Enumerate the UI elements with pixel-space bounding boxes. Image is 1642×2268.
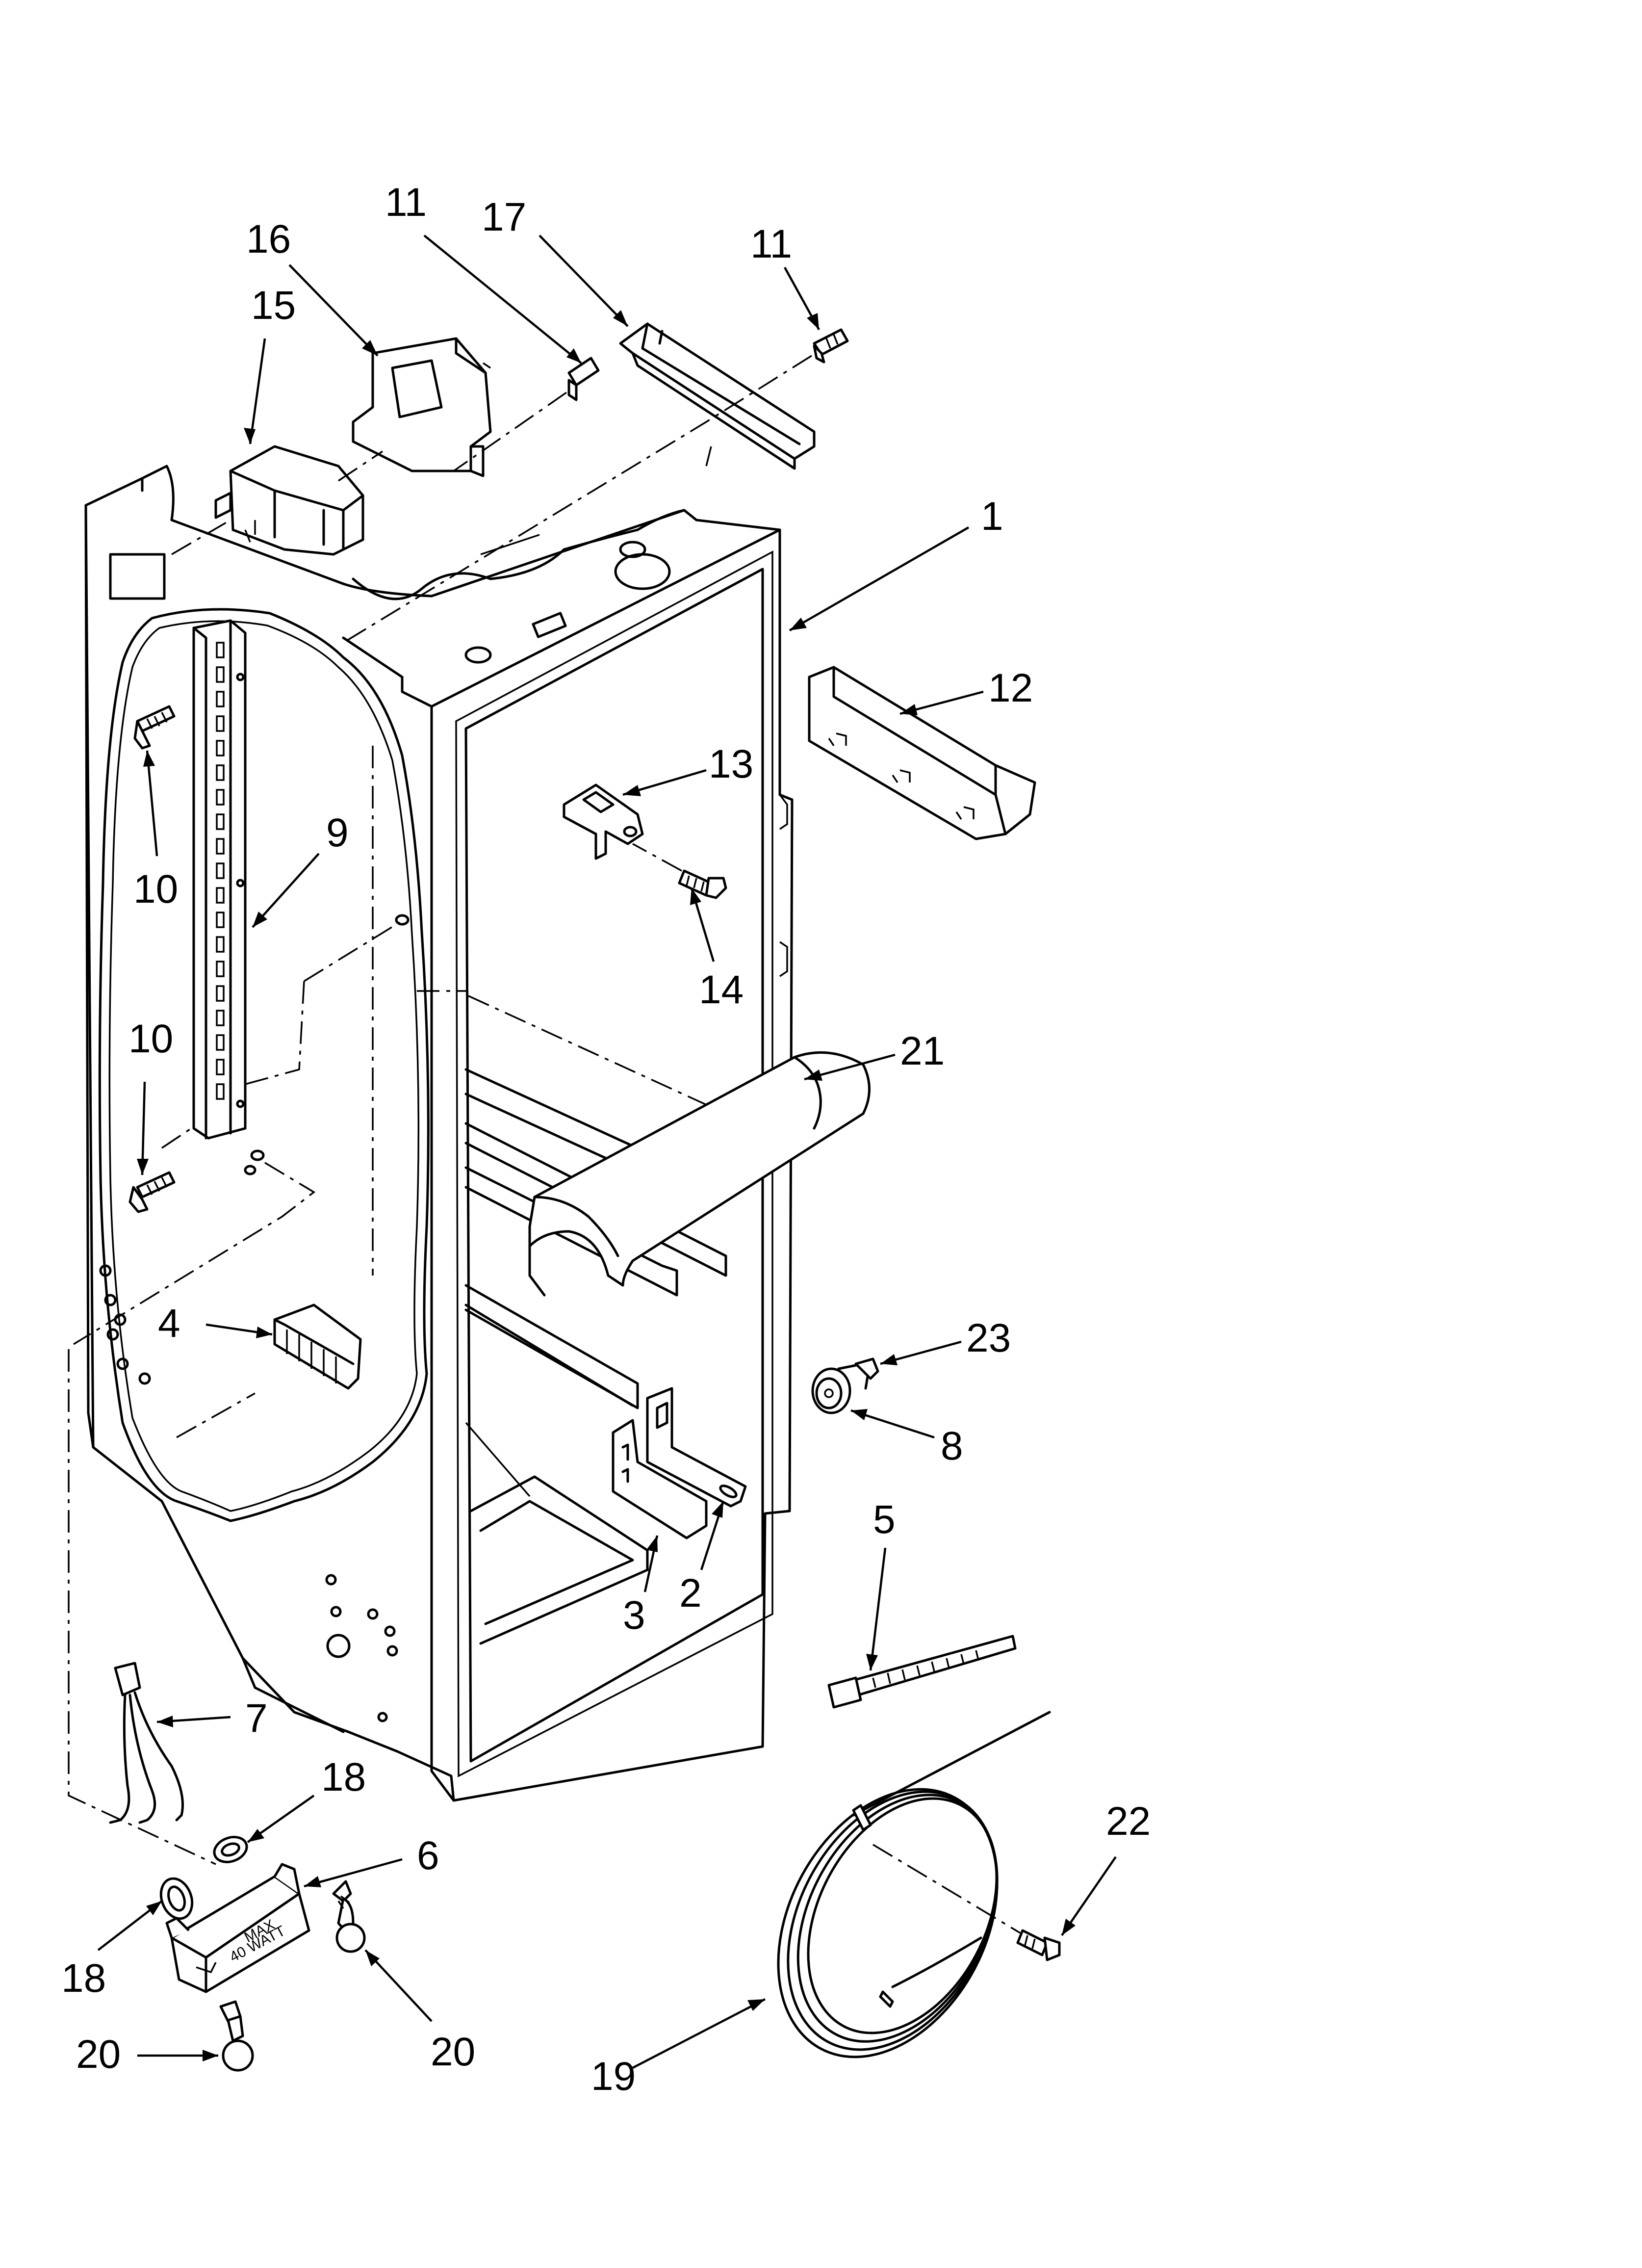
- callout-6: 6: [417, 1833, 439, 1878]
- callout-21: 21: [900, 1029, 945, 1073]
- callout-5: 5: [873, 1497, 896, 1542]
- light-housing-part-6: MAX 40 WATT: [165, 1863, 310, 1993]
- callout-15: 15: [251, 283, 296, 328]
- callout-17: 17: [482, 195, 526, 239]
- callout-10-upper: 10: [133, 867, 178, 912]
- screw-part-10-lower: [73, 1149, 316, 1345]
- callout-14: 14: [699, 967, 744, 1012]
- leader-lines: [97, 235, 1117, 2069]
- bracket-part-3: [612, 1419, 708, 1539]
- clip-part-18-lower: [159, 1877, 194, 1920]
- callout-labels: 16 15 11 17 11 1 12 13 14 10 9 10 21 4 2…: [61, 180, 1151, 2099]
- light-shield-part-4: [176, 1303, 362, 1438]
- crisper-cover-part-21: [528, 1051, 871, 1297]
- callout-11-left: 11: [385, 180, 427, 225]
- callout-12: 12: [988, 666, 1033, 710]
- callout-4: 4: [158, 1301, 180, 1346]
- wire-harness-part-7: [68, 1349, 216, 1865]
- callout-11-right: 11: [750, 222, 792, 266]
- screw-part-11-left: [453, 357, 600, 472]
- bracket-part-16: [338, 337, 492, 482]
- callout-7: 7: [245, 1696, 268, 1741]
- bulb-part-20-left: [219, 2000, 254, 2072]
- callout-2: 2: [679, 1571, 702, 1616]
- switch-button-part-23-and-8: [811, 1357, 879, 1414]
- screw-part-10-upper: [133, 705, 176, 750]
- bulb-part-20-right: [332, 1880, 366, 1953]
- callout-8: 8: [941, 1424, 963, 1468]
- callout-22: 22: [1106, 1799, 1151, 1844]
- clip-part-18-upper: [213, 1836, 248, 1863]
- screw-part-22: [1016, 1929, 1061, 1961]
- refrigerator-liner-cabinet: [84, 465, 794, 1802]
- callout-16: 16: [246, 217, 291, 261]
- callout-10-lower: 10: [128, 1017, 173, 1061]
- screw-part-14: [632, 843, 727, 899]
- callout-20-right: 20: [431, 2030, 475, 2074]
- callout-20-left: 20: [76, 2032, 121, 2077]
- bracket-part-2: [646, 1387, 747, 1508]
- control-housing-part-15: [171, 445, 364, 556]
- callout-9: 9: [326, 810, 349, 855]
- callout-23: 23: [966, 1316, 1011, 1360]
- callout-18-upper: 18: [321, 1755, 366, 1799]
- bracket-part-13: [563, 783, 644, 860]
- cable-tie-part-5: [827, 1635, 1017, 1709]
- screw-part-11-right: [343, 328, 849, 644]
- tubing-coil-part-19: [777, 1711, 1051, 2059]
- callout-1: 1: [981, 494, 1003, 539]
- callout-19: 19: [591, 2054, 636, 2099]
- callout-13: 13: [709, 742, 753, 786]
- callout-18-lower: 18: [61, 1956, 106, 2001]
- callout-3: 3: [623, 1593, 645, 1638]
- crisper-support-part-12: [808, 666, 1036, 840]
- trim-strip-part-17: [619, 322, 816, 470]
- shelf-ladder-part-9: [161, 619, 410, 1149]
